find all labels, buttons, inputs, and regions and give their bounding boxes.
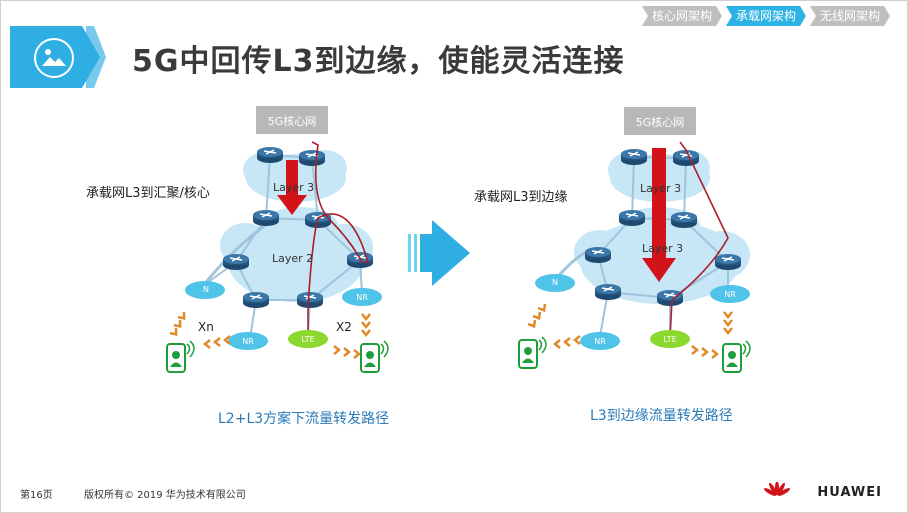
right-core-router-1 — [620, 148, 648, 166]
left-layer-top: Layer 3 — [273, 181, 314, 194]
right-core-router-2 — [672, 149, 700, 167]
right-ue-phone-2 — [722, 340, 751, 373]
left-agg-router-1 — [252, 209, 280, 227]
left-subtitle: L2+L3方案下流量转发路径 — [218, 411, 390, 427]
picture-icon — [34, 38, 74, 78]
left-x2-label: X2 — [336, 320, 352, 334]
left-core-router-1 — [256, 146, 284, 164]
copyright: 版权所有© 2019 华为技术有限公司 — [84, 490, 246, 501]
left-ue-phone-1 — [166, 340, 195, 373]
left-l3-arrow — [277, 160, 307, 215]
right-access-router-4 — [656, 289, 684, 307]
right-nr-node-1 — [535, 274, 575, 292]
right-agg-router-1 — [618, 209, 646, 227]
left-xn-label: Xn — [198, 320, 214, 334]
left-access-router-4 — [296, 291, 324, 309]
left-lte-node-label: LTE — [301, 335, 314, 344]
right-access-router-2 — [714, 253, 742, 271]
left-core-router-2 — [298, 149, 326, 167]
left-layer-mid: Layer 2 — [272, 252, 313, 265]
left-access-router-3 — [242, 291, 270, 309]
right-nr-node-3 — [710, 285, 750, 303]
right-l3-arrow — [642, 148, 676, 282]
topology-diagram: 5G核心网 Layer 3 Layer 2 N NR NR LTE Xn X2 — [166, 106, 751, 373]
left-caption: 承载网L3到汇聚/核心 — [86, 186, 210, 201]
page-title: 5G中回传L3到边缘，使能灵活连接 — [132, 44, 625, 79]
left-access-router-1 — [222, 253, 250, 271]
tab-wireless-network[interactable]: 无线网架构 — [810, 6, 890, 26]
left-nr-node-2-label: NR — [242, 337, 254, 346]
left-5g-core-label: 5G核心网 — [268, 114, 317, 128]
left-ue-phone-2 — [360, 340, 389, 373]
right-layer-top: Layer 3 — [640, 182, 681, 195]
tab-core-network[interactable]: 核心网架构 — [642, 6, 722, 26]
right-nr-node-2-label: NR — [594, 337, 606, 346]
transition-arrow — [408, 220, 470, 286]
left-signal-waves — [168, 310, 372, 360]
right-ue-phone-1 — [518, 336, 547, 369]
right-layer-mid: Layer 3 — [642, 242, 683, 255]
brand-name: HUAWEI — [817, 485, 882, 500]
right-5g-core-label: 5G核心网 — [636, 115, 685, 129]
left-nr-node-3-label: NR — [356, 293, 368, 302]
left-nr-node-1-label: N — [203, 285, 209, 294]
right-lte-node — [650, 330, 690, 348]
right-subtitle: L3到边缘流量转发路径 — [590, 408, 733, 424]
right-agg-router-2 — [670, 211, 698, 229]
right-access-router-3 — [594, 283, 622, 301]
left-nr-node-3 — [342, 288, 382, 306]
right-access-router-1 — [584, 246, 612, 264]
breadcrumb: 核心网架构 承载网架构 无线网架构 — [642, 6, 890, 26]
left-5g-core-box — [256, 106, 328, 134]
right-traffic-path — [669, 141, 729, 339]
right-lte-node-label: LTE — [663, 335, 676, 344]
right-nr-node-2 — [580, 332, 620, 350]
right-5g-core-box — [624, 107, 696, 135]
left-nr-node-1 — [185, 281, 225, 299]
left-nr-node-2 — [228, 332, 268, 350]
huawei-logo-icon — [764, 482, 790, 496]
tab-bearer-network[interactable]: 承载网架构 — [726, 6, 806, 26]
page-number: 第16页 — [20, 490, 53, 501]
right-signal-waves — [526, 302, 734, 360]
right-caption: 承载网L3到边缘 — [474, 190, 568, 205]
left-lte-node — [288, 330, 328, 348]
right-nr-node-1-label: N — [552, 278, 558, 287]
left-traffic-path — [307, 141, 370, 342]
right-nr-node-3-label: NR — [724, 290, 736, 299]
